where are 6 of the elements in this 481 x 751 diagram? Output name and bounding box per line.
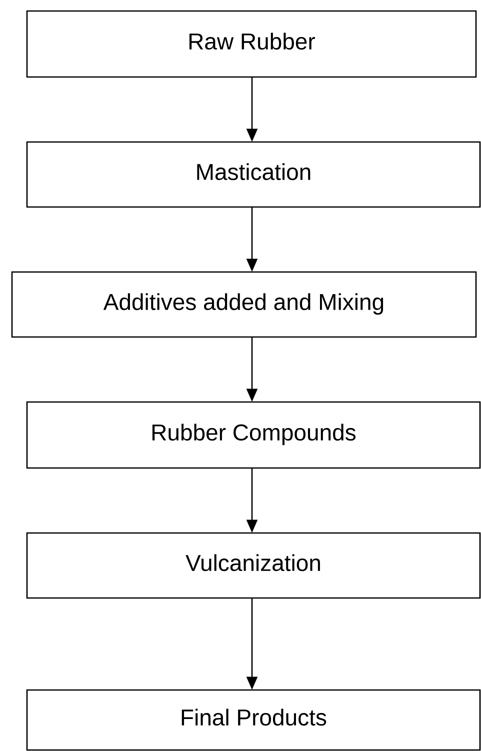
process-box: Mastication bbox=[26, 141, 481, 208]
process-box: Rubber Compounds bbox=[26, 401, 481, 469]
process-box: Final Products bbox=[26, 689, 481, 751]
process-box: Additives added and Mixing bbox=[11, 271, 477, 338]
process-box: Vulcanization bbox=[26, 532, 481, 599]
process-box: Raw Rubber bbox=[26, 10, 477, 78]
